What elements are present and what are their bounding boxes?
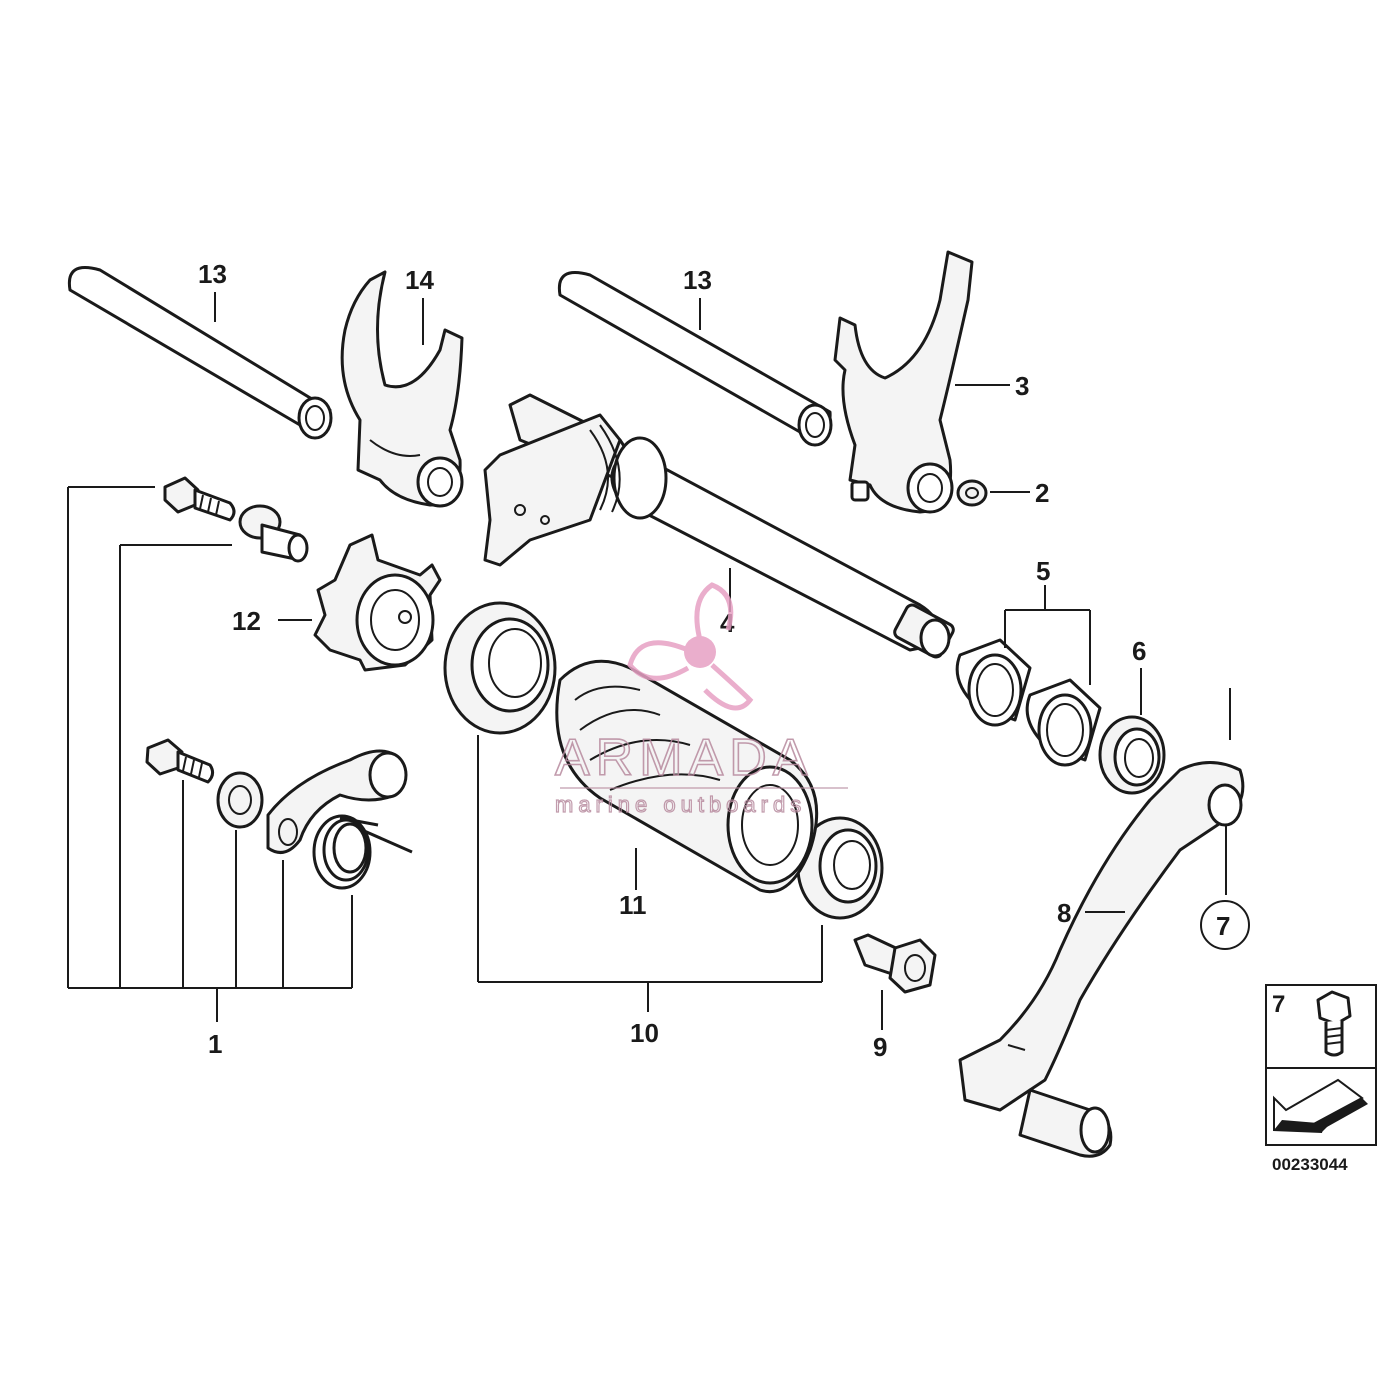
bolt-upper xyxy=(163,476,236,522)
seal-ring-6 xyxy=(1098,715,1166,795)
callout-5: 5 xyxy=(1036,556,1050,586)
callout-9: 9 xyxy=(873,1032,887,1062)
watermark: ARMADA marine outboards xyxy=(554,582,848,818)
callout-12: 12 xyxy=(232,606,261,636)
washer-lower xyxy=(216,771,264,829)
callout-2: 2 xyxy=(1035,478,1049,508)
locating-pin-9 xyxy=(853,933,937,994)
hex-bolt-icon xyxy=(1316,990,1352,1057)
bearing-large xyxy=(443,601,557,735)
callout-14: 14 xyxy=(405,265,434,295)
callout-1: 1 xyxy=(208,1029,222,1059)
shift-rod-left xyxy=(67,266,333,440)
shift-fork-14 xyxy=(340,270,464,508)
bushing-5a xyxy=(955,638,1032,727)
callout-8: 8 xyxy=(1057,898,1071,928)
shift-shaft-4 xyxy=(483,393,955,659)
leader-lines xyxy=(67,292,1231,1030)
callout-3: 3 xyxy=(1015,371,1029,401)
bearing-small xyxy=(796,816,884,920)
shift-star-12 xyxy=(313,533,442,672)
shift-lever-8 xyxy=(958,761,1245,1158)
bolt-lower xyxy=(145,738,215,784)
watermark-brand: ARMADA xyxy=(555,729,813,787)
watermark-tagline: marine outboards xyxy=(555,792,806,817)
callout-13-left: 13 xyxy=(198,259,227,289)
callout-7: 7 xyxy=(1216,911,1230,941)
bushing-5b xyxy=(1025,678,1102,767)
callout-13-right: 13 xyxy=(683,265,712,295)
legend-box: 7 xyxy=(1265,984,1377,1146)
callout-7-circled: 7 xyxy=(1200,900,1250,950)
direction-arrow-icon xyxy=(1273,1078,1368,1133)
callout-6: 6 xyxy=(1132,636,1146,666)
propeller-logo-icon xyxy=(627,582,754,711)
callout-10: 10 xyxy=(630,1018,659,1048)
diagram-id: 00233044 xyxy=(1272,1155,1348,1174)
torsion-spring xyxy=(312,814,413,890)
shift-rod-right xyxy=(557,271,833,447)
nut-2 xyxy=(956,479,988,507)
shift-fork-3 xyxy=(833,250,974,514)
bushing-upper xyxy=(238,504,309,563)
legend-number-7: 7 xyxy=(1272,991,1285,1018)
callout-11: 11 xyxy=(619,890,647,920)
detent-lever xyxy=(266,749,408,854)
shift-drum-11 xyxy=(555,659,819,893)
